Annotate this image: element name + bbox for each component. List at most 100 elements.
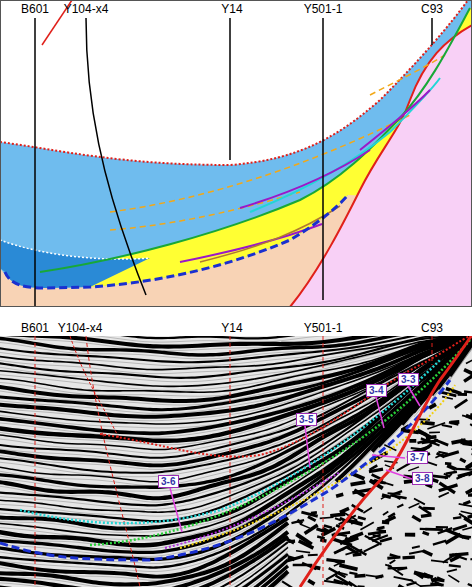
- seismic-reflector: [0, 339, 472, 553]
- seismic-reflector: [0, 338, 472, 545]
- callout-box: 3-3: [398, 373, 419, 386]
- seismic-chaos: [383, 512, 388, 516]
- seismic-trace: [0, 345, 472, 587]
- brown-line: [200, 206, 340, 262]
- seismic-chaos: [458, 472, 472, 477]
- seismic-trace: [0, 343, 472, 532]
- fault-line: [300, 336, 472, 587]
- callout-number: 3-7: [408, 452, 427, 463]
- seismic-chaos: [421, 438, 440, 445]
- white-dotted: [0, 240, 150, 259]
- seismic-reflectors: [0, 336, 472, 587]
- base-horizon: [5, 195, 348, 288]
- purple-line: [240, 150, 370, 208]
- seismic-chaos: [353, 554, 362, 555]
- seismic-reflector: [0, 336, 472, 521]
- seismic-chaos: [382, 495, 391, 497]
- callout-number: 3-4: [367, 385, 386, 396]
- seismic-trace: [0, 347, 472, 587]
- seismic-chaos: [403, 555, 415, 559]
- seismic-chaos: [449, 422, 458, 424]
- seismic-chaos: [408, 467, 419, 471]
- seismic-chaos: [317, 537, 325, 539]
- seismic-reflector: [0, 339, 472, 587]
- seismic-chaos: [348, 520, 363, 524]
- callout-number: 3-6: [159, 476, 178, 487]
- seismic-trace: [0, 345, 472, 581]
- seismic-reflector: [0, 341, 472, 577]
- seismic-chaos: [373, 535, 381, 537]
- seismic-chaos: [343, 538, 358, 544]
- seismic-chaos: [461, 440, 472, 446]
- seismic-chaos: [470, 559, 472, 560]
- seismic-chaos: [377, 527, 384, 528]
- seismic-reflector: [0, 341, 472, 587]
- seismic-chaos: [449, 565, 461, 566]
- seismic-chaos: [447, 569, 457, 572]
- seismic-chaos: [462, 415, 470, 417]
- seismic-chaos: [288, 539, 295, 543]
- purple-horizon: [165, 472, 340, 548]
- blue-mudstone: [0, 0, 472, 307]
- seismic-chaos: [468, 584, 472, 587]
- seismic-chaos: [464, 370, 472, 375]
- seismic-chaos: [334, 562, 343, 566]
- seismic-chaos: [382, 520, 389, 524]
- seismic-trace: [0, 345, 472, 587]
- seismic-chaos: [340, 508, 349, 512]
- well-line: [432, 336, 433, 365]
- seismic-trace: [0, 341, 472, 509]
- seismic-chaos: [435, 578, 444, 582]
- seismic-chaos: [421, 576, 429, 578]
- seismic-chaos: [466, 485, 472, 493]
- well-line: [431, 18, 433, 45]
- well-name: Y104-x4: [63, 3, 110, 16]
- seismic-chaos: [397, 463, 410, 471]
- seismic-chaos: [470, 424, 472, 428]
- seismic-chaos: [339, 565, 357, 569]
- green-horizon: [90, 340, 470, 545]
- top-horizon: [100, 336, 472, 457]
- seismic-chaos: [329, 568, 346, 577]
- well-line: [34, 18, 36, 307]
- yellow-horizon: [180, 385, 455, 548]
- seismic-reflector: [0, 341, 472, 587]
- seismic-trace: [0, 343, 472, 587]
- seismic-chaos: [447, 466, 456, 470]
- leader-line: [376, 397, 384, 428]
- seismic-reflector: [0, 342, 472, 587]
- seismic-trace: [0, 346, 472, 587]
- seismic-chaos: [445, 474, 452, 479]
- seismic-chaos: [429, 431, 440, 433]
- seismic-reflector: [0, 337, 472, 536]
- seismic-chaos: [354, 490, 365, 496]
- well-line: [229, 18, 231, 160]
- seismic-chaos: [368, 531, 386, 534]
- seismic-reflector: [0, 343, 472, 587]
- well-name: Y104-x4: [57, 322, 104, 335]
- purple-line: [360, 90, 430, 150]
- seismic-chaos: [365, 536, 382, 545]
- seismic-chaos: [458, 536, 471, 538]
- seismic-chaos: [426, 437, 437, 438]
- seismic-chaos: [466, 359, 472, 364]
- well-name: Y14: [220, 322, 243, 335]
- seismic-chaos: [397, 504, 403, 507]
- base-horizon: [0, 380, 450, 560]
- seismic-chaos: [421, 422, 435, 423]
- seismic-chaos: [463, 501, 470, 504]
- callout-number: 3-5: [297, 414, 316, 425]
- seismic-chaos: [392, 491, 402, 495]
- seismic-chaos: [419, 506, 431, 514]
- seismic-chaos: [316, 529, 327, 532]
- seismic-chaos: [445, 462, 451, 465]
- seismic-chaos: [369, 469, 383, 472]
- seismic-trace: [0, 344, 472, 587]
- seismic-chaos: [442, 425, 452, 427]
- well-name: Y501-1: [303, 322, 344, 335]
- seismic-chaos: [453, 517, 461, 518]
- seismic-chaos: [405, 533, 415, 537]
- seismic-chaos: [334, 546, 349, 553]
- seismic-chaos: [394, 577, 413, 581]
